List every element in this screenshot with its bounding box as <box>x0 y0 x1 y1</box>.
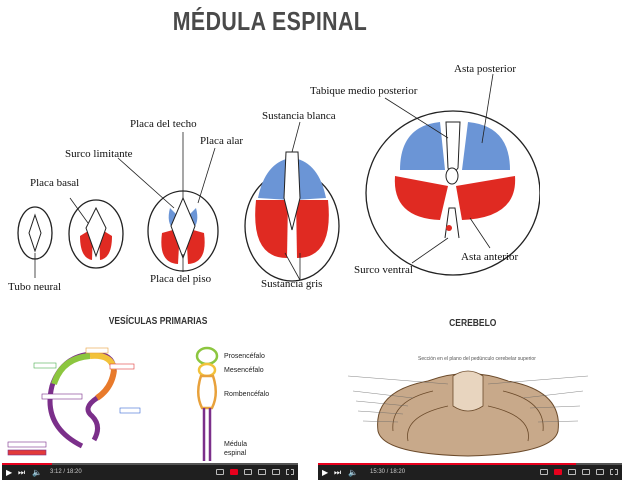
label-placa-basal: Placa basal <box>30 177 79 189</box>
label-placa-del-piso: Placa del piso <box>150 273 212 285</box>
settings-icon[interactable] <box>554 469 562 475</box>
video-progress-bar[interactable] <box>318 463 622 465</box>
label-asta-anterior: Asta anterior <box>461 251 518 263</box>
cast-icon[interactable] <box>272 469 280 475</box>
theater-icon[interactable] <box>582 469 590 475</box>
adult-cord-stage <box>365 110 540 276</box>
video-progress-fill <box>318 463 577 465</box>
video-progress-fill <box>2 463 53 465</box>
label-sustancia-blanca: Sustancia blanca <box>262 110 336 122</box>
subtitles-icon[interactable] <box>216 469 224 475</box>
cerebelo-figure-caption: Sección en el plano del pedúnculo cerebe… <box>418 356 536 362</box>
roof-floor-plate-stage <box>147 190 219 272</box>
vesiculas-diagram: Prosencéfalo Mesencéfalo Rombencéfalo Mé… <box>7 346 269 461</box>
fullscreen-icon[interactable] <box>610 469 618 475</box>
next-icon[interactable]: ⏭ <box>334 468 342 477</box>
cerebelo-diagram: Sección en el plano del pedúnculo cerebe… <box>347 356 589 457</box>
subtitles-icon[interactable] <box>540 469 548 475</box>
label-prosencefalo: Prosencéfalo <box>224 353 265 360</box>
video-control-bar: ▶ ⏭ 🔈 15:30 / 18:20 <box>318 465 622 480</box>
volume-icon[interactable]: 🔈 <box>348 468 358 477</box>
label-asta-posterior: Asta posterior <box>454 63 516 75</box>
video-player-vesiculas[interactable]: Prosencéfalo Mesencéfalo Rombencéfalo Mé… <box>2 336 298 480</box>
play-icon[interactable]: ▶ <box>322 468 329 477</box>
section-title-cerebelo: CEREBELO <box>449 318 497 329</box>
miniplayer-icon[interactable] <box>244 469 252 475</box>
label-tabique-medio-posterior: Tabique medio posterior <box>310 85 418 97</box>
section-title-vesiculas: VESÍCULAS PRIMARIAS <box>108 316 208 327</box>
label-tubo-neural: Tubo neural <box>8 281 61 293</box>
miniplayer-icon[interactable] <box>568 469 576 475</box>
neural-tube-stage <box>17 206 53 260</box>
next-icon[interactable]: ⏭ <box>18 468 26 477</box>
label-rombencefalo: Rombencéfalo <box>224 391 269 398</box>
label-espinal: espinal <box>224 450 247 457</box>
label-sustancia-gris: Sustancia gris <box>261 278 322 290</box>
settings-icon[interactable] <box>230 469 238 475</box>
volume-icon[interactable]: 🔈 <box>32 468 42 477</box>
video-control-bar: ▶ ⏭ 🔈 3:12 / 18:20 <box>2 465 298 480</box>
video-time: 3:12 / 18:20 <box>50 469 82 475</box>
page-title: MÉDULA ESPINAL <box>172 6 368 36</box>
cast-icon[interactable] <box>596 469 604 475</box>
label-medula: Médula <box>224 441 247 448</box>
video-time: 15:30 / 18:20 <box>370 469 406 475</box>
play-icon[interactable]: ▶ <box>6 468 13 477</box>
label-placa-del-techo: Placa del techo <box>130 118 197 130</box>
label-placa-alar: Placa alar <box>200 135 243 147</box>
label-surco-ventral: Surco ventral <box>354 264 413 276</box>
label-surco-limitante: Surco limitante <box>65 148 133 160</box>
spinal-cord-development-diagram: Tubo neural Placa basal Surco limitante … <box>8 63 540 293</box>
video-player-cerebelo[interactable]: Sección en el plano del pedúnculo cerebe… <box>318 336 622 480</box>
white-matter-stage <box>244 151 340 282</box>
theater-icon[interactable] <box>258 469 266 475</box>
video-progress-bar[interactable] <box>2 463 298 465</box>
label-mesencefalo: Mesencéfalo <box>224 367 264 374</box>
fullscreen-icon[interactable] <box>286 469 294 475</box>
basal-plate-stage <box>68 199 124 269</box>
